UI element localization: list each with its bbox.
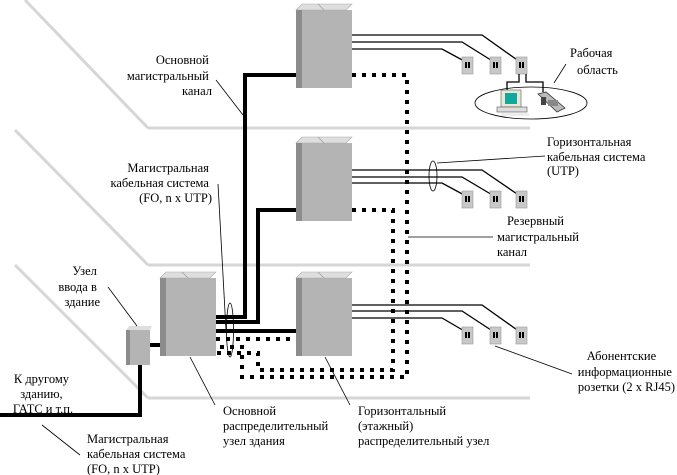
- horizontal-cables-middle: [352, 169, 521, 197]
- work-area: [474, 74, 588, 120]
- label-work-area: Рабочая область: [570, 46, 618, 77]
- floor-distributor-middle: [295, 136, 353, 222]
- leader-lines: [41, 63, 573, 456]
- label-to-other-building: К другому зданию, ГАТС и т.п.: [13, 372, 73, 416]
- main-distributor: [159, 271, 217, 357]
- label-main-backbone-channel: Основной магистральный канал: [127, 53, 212, 98]
- horizontal-cables-bottom: [352, 304, 521, 333]
- phone-icon: [537, 91, 566, 113]
- label-horizontal-cabling: Горизонтальная кабельная система (UTP): [547, 135, 649, 178]
- label-building-entrance: Узел ввода в здание: [58, 264, 100, 309]
- horizontal-bundle-marker: [428, 160, 438, 192]
- label-outlets: Абонентские информационные розетки (2 x …: [578, 349, 675, 394]
- horizontal-cables-top: [352, 34, 521, 63]
- reserve-backbone-cable: [216, 73, 409, 379]
- label-reserve-backbone-channel: Резервный магистральный канал: [497, 214, 582, 259]
- main-backbone-cable: [0, 73, 296, 417]
- backbone-bundle-marker: [226, 302, 234, 358]
- computer-icon: [496, 89, 529, 116]
- label-main-distribution: Основной распределительный узел здания: [223, 404, 331, 448]
- label-backbone-cabling-upper: Магистральная кабельная система (FO, n x…: [110, 161, 212, 205]
- label-floor-distribution: Горизонтальный (этажный) распределительн…: [358, 404, 489, 448]
- floor-distributor-top: [295, 3, 353, 89]
- entrance-node: [126, 326, 152, 365]
- floor-lines: [13, 0, 530, 400]
- label-backbone-cabling-lower: Магистральная кабельная система (FO, n x…: [87, 432, 189, 475]
- floor-distributor-bottom: [295, 271, 353, 357]
